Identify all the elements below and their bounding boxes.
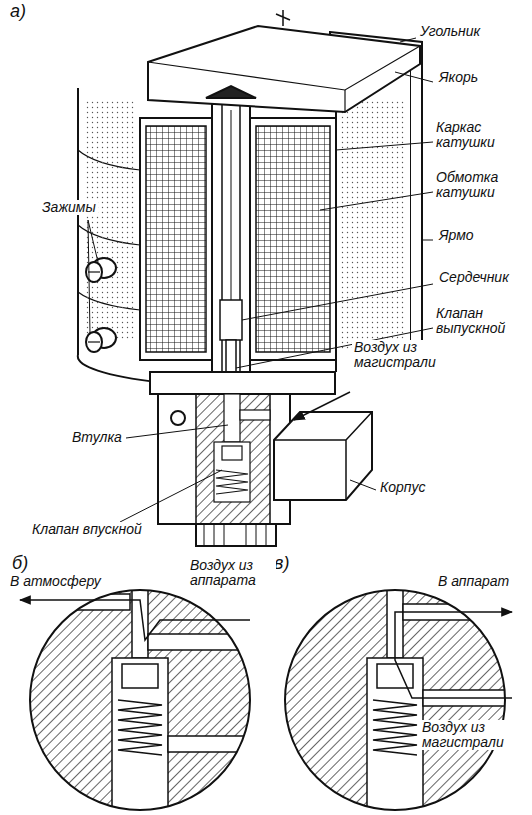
part-label: Якорь (437, 70, 480, 85)
detail-b (20, 588, 258, 815)
part-label: Сердечник (437, 270, 511, 285)
detail-c (285, 588, 513, 815)
part-label: Каркас катушки (434, 120, 528, 150)
part-label: Втулка (70, 430, 124, 445)
part-label: Зажимы (40, 200, 98, 215)
figure-letter: а) (8, 4, 28, 19)
leader-lines (88, 38, 433, 522)
part-label: Воздух из магистрали (352, 340, 436, 370)
part-label: Угольник (418, 24, 482, 39)
figure-letter: б) (10, 556, 30, 571)
main-valve (78, 10, 422, 546)
part-label: Ярмо (437, 228, 476, 243)
part-label: В атмосферу (8, 574, 103, 589)
part-label: Обмотка катушки (434, 170, 528, 200)
part-label: Корпус (378, 480, 428, 495)
terminal-screws (86, 258, 116, 352)
part-label: Воздух из магистрали (420, 720, 524, 750)
part-label: Клапан впускной (30, 522, 144, 537)
part-label: Воздух из аппарата (188, 558, 276, 588)
part-label: В аппарат (436, 574, 511, 589)
part-label: Клапан выпускной (434, 306, 528, 336)
